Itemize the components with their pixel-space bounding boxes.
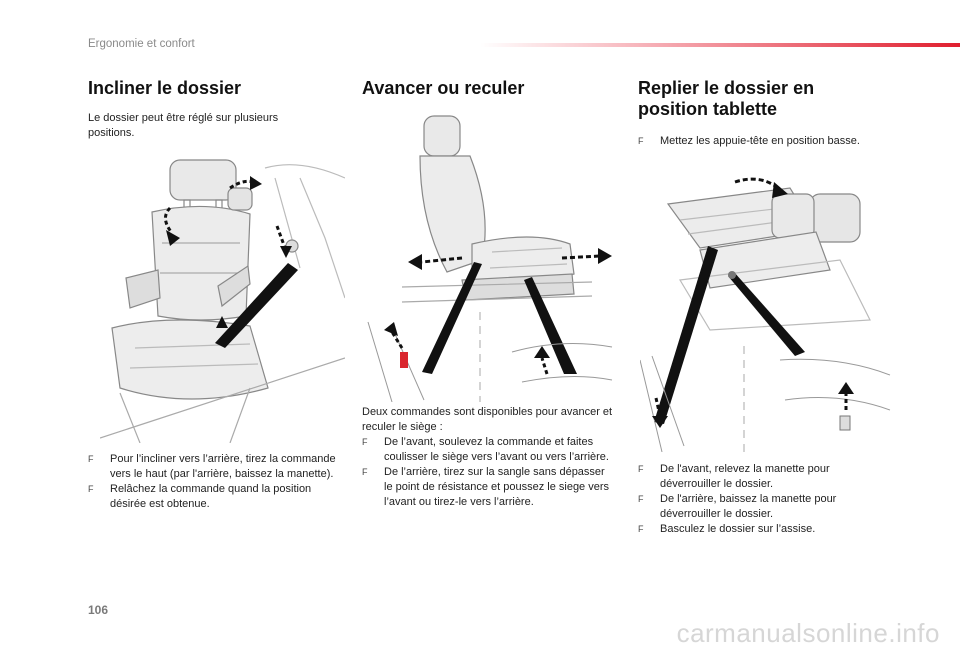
incline-title: Incliner le dossier xyxy=(88,78,242,98)
bullet-arrow-icon: F xyxy=(88,454,94,464)
figure-seat-recline xyxy=(100,148,345,443)
bullet-arrow-icon: F xyxy=(362,467,368,477)
figure-seat-slide xyxy=(362,112,617,402)
watermark: carmanualsonline.info xyxy=(676,618,940,648)
bullet-arrow-icon: F xyxy=(88,484,94,494)
column-incline: Incliner le dossier Le dossier peut être… xyxy=(88,78,338,141)
bullet-arrow-icon: F xyxy=(638,136,644,146)
table-title: Replier le dossier en position tablette xyxy=(638,78,815,119)
slide-title: Avancer ou reculer xyxy=(362,78,525,98)
section-title: Ergonomie et confort xyxy=(88,38,195,50)
bullet-arrow-icon: F xyxy=(638,464,644,474)
slide-text: Deux commandes sont disponibles pour ava… xyxy=(362,405,614,510)
bullet-arrow-icon: F xyxy=(362,437,368,447)
page-number: 106 xyxy=(88,603,109,617)
incline-intro: Le dossier peut être réglé sur plusieurs… xyxy=(88,112,279,139)
figure-seat-table xyxy=(640,160,895,452)
bullet-arrow-icon: F xyxy=(638,494,644,504)
header-accent-bar xyxy=(480,43,960,47)
slide-intro: Deux commandes sont disponibles pour ava… xyxy=(362,406,613,433)
bullet-arrow-icon: F xyxy=(638,524,644,534)
column-slide: Avancer ou reculer xyxy=(362,78,612,99)
column-table: Replier le dossier en position tablette … xyxy=(638,78,898,149)
